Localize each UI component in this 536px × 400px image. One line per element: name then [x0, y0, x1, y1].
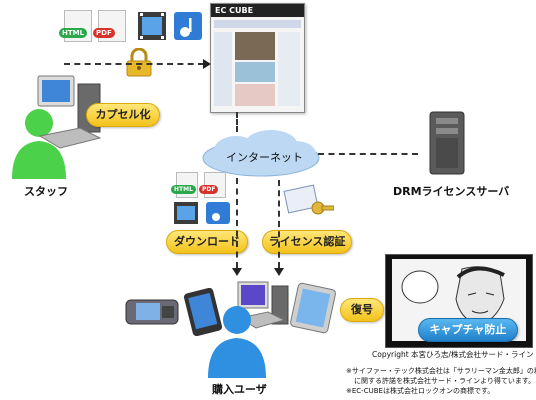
encapsulate-badge: カプセル化 [86, 103, 160, 127]
video-icon-small [174, 202, 198, 224]
pdf-file-icon-small: PDF [199, 172, 226, 198]
decrypt-badge: 復号 [340, 298, 384, 322]
drm-server-label: DRMライセンスサーバ [393, 185, 510, 198]
download-arrow [232, 268, 242, 276]
html-tag: HTML [59, 28, 88, 38]
note-line-3: ※EC-CUBEは株式会社ロックオンの商標です。 [346, 387, 495, 395]
buyer-computer-icon [237, 281, 289, 329]
pdf-file-icon: PDF [93, 10, 126, 42]
staff-person-icon [12, 109, 66, 179]
pdf-tag: PDF [93, 28, 115, 38]
copyright-text: Copyright 本宮ひろ志/株式会社サード・ライン [372, 350, 534, 359]
tablet-icon [290, 282, 336, 334]
download-line [236, 178, 238, 268]
note-line-1: ※サイファー・テック株式会社は「サラリーマン金太郎」の利用 [346, 367, 536, 375]
internet-to-server-line [318, 153, 418, 155]
ec-to-internet-line [236, 112, 238, 132]
music-icon [174, 12, 202, 40]
capture-prevent-badge: キャプチャ防止 [418, 318, 518, 342]
staff-label: スタッフ [24, 185, 68, 198]
drm-server-icon [429, 111, 465, 175]
buyer-person-icon [208, 306, 266, 378]
top-file-icons: HTML PDF [58, 8, 208, 58]
smartphone-icon [183, 288, 223, 336]
license-auth-badge: ライセンス認証 [262, 230, 352, 254]
download-badge: ダウンロード [166, 230, 248, 254]
handheld-device-icon [125, 299, 179, 325]
html-file-icon: HTML [59, 10, 92, 42]
internet-label: インターネット [226, 151, 303, 164]
license-line [278, 180, 280, 268]
music-icon-small [206, 202, 230, 224]
internet-cloud [202, 130, 320, 177]
buyer-label: 購入ユーザ [212, 383, 267, 396]
html-file-icon-small: HTML [171, 172, 198, 198]
license-arrow [274, 268, 284, 276]
video-icon [138, 12, 166, 40]
license-key-icon [283, 184, 334, 215]
arrow-to-ec [203, 59, 211, 69]
note-line-2: に関する許諾を株式会社サード・ラインより得ています。 [354, 377, 536, 385]
ec-cube-screenshot: EC CUBE [210, 3, 305, 113]
download-file-icons: HTML PDF [170, 172, 240, 230]
staff-to-ec-line [64, 63, 204, 65]
ec-cube-logo: EC CUBE [211, 4, 304, 17]
